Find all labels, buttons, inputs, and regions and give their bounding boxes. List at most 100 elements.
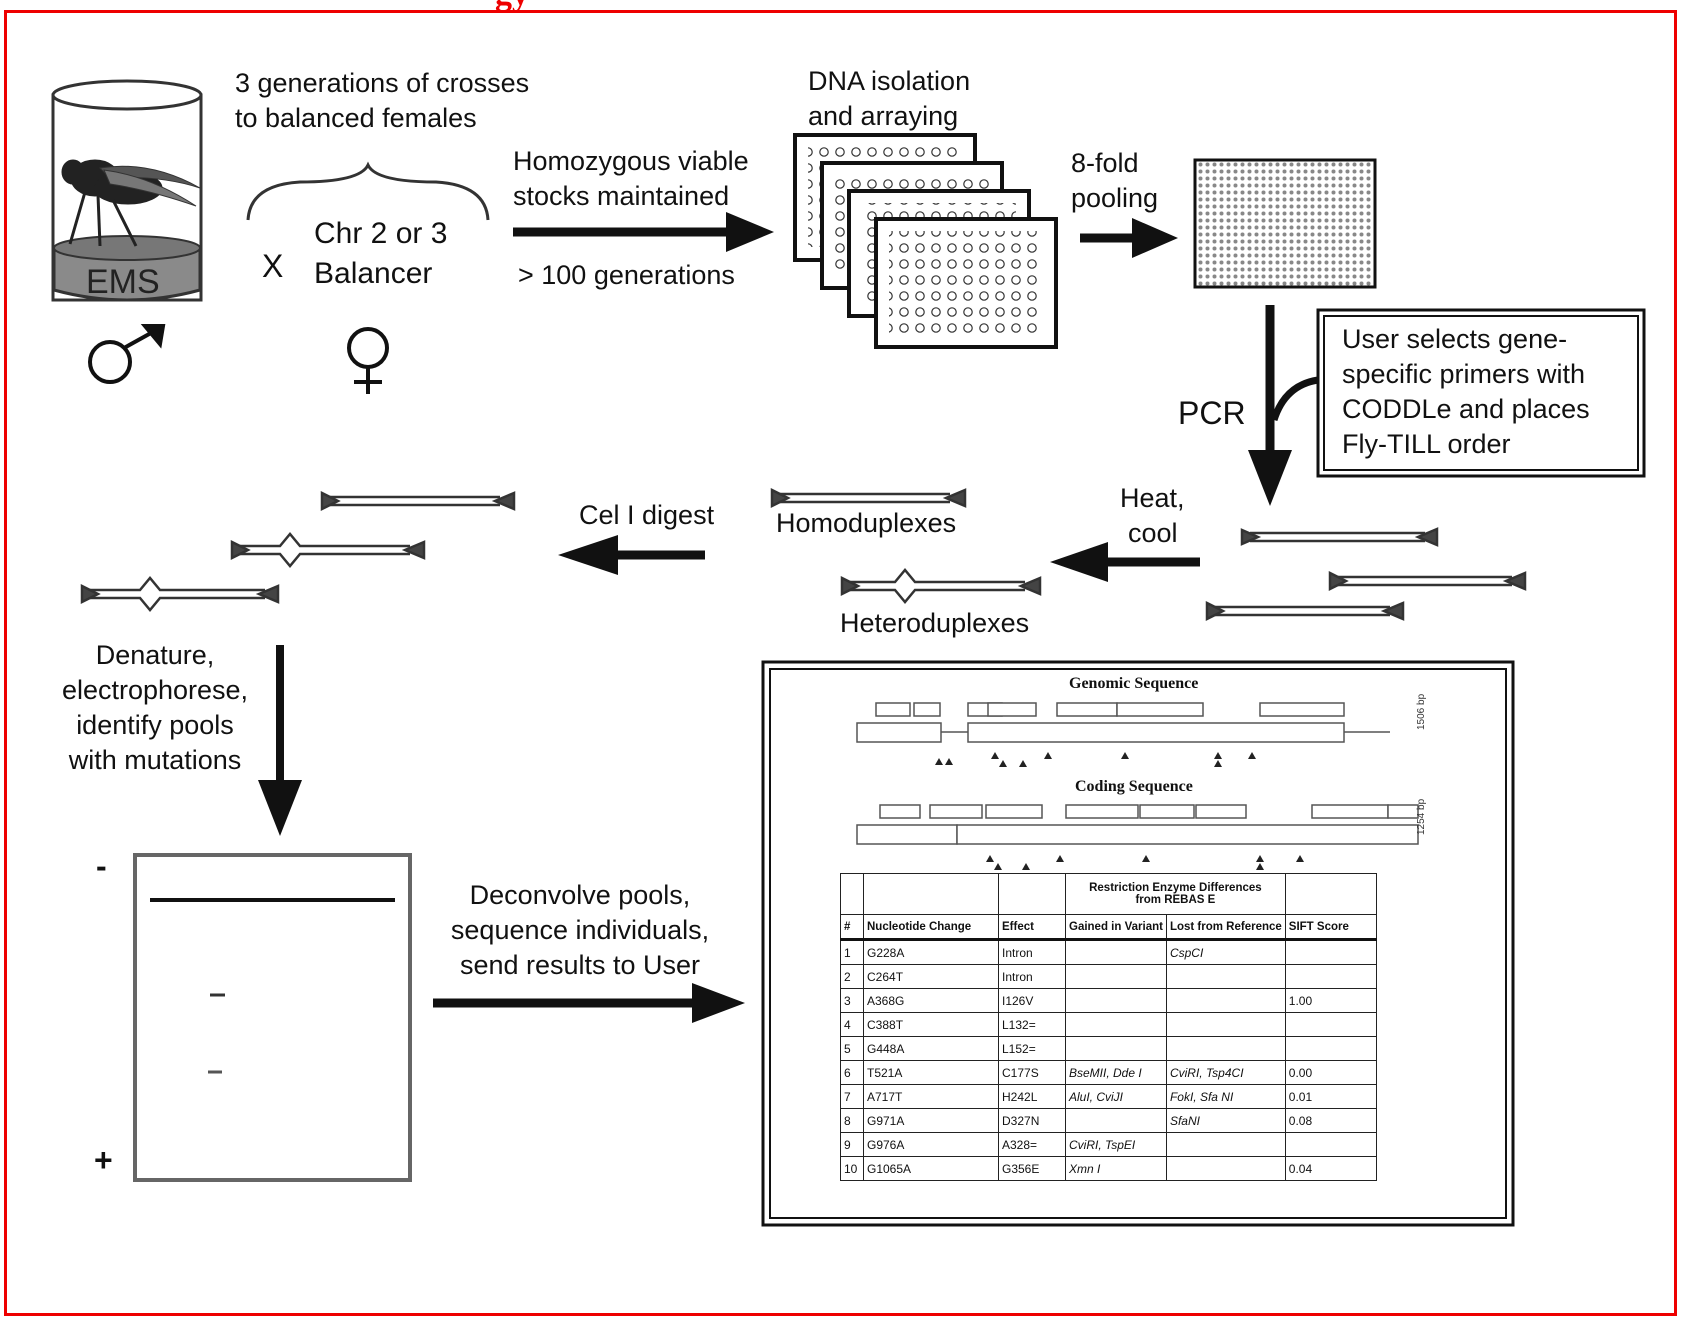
fly-icon xyxy=(61,159,201,247)
col-gained-in-variant-cell: BseMII, Dde I xyxy=(1065,1060,1167,1085)
col-gained-in-variant-cell xyxy=(1065,988,1167,1013)
title-bar: gy xyxy=(0,0,1685,12)
genomic-bp-label: 1506 bp xyxy=(1416,693,1427,730)
user-label-line3: CODDLe and places xyxy=(1342,394,1590,424)
homoduplex-icon xyxy=(770,487,967,509)
crosses-label-line2: to balanced females xyxy=(235,103,477,133)
col-lost-from-reference-cell xyxy=(1165,1036,1286,1061)
col-number-cell: 3 xyxy=(840,988,864,1013)
coding-sequence-title: Coding Sequence xyxy=(1075,778,1193,795)
female-symbol-icon xyxy=(347,327,389,394)
col-lost-from-reference-cell: CviRI, Tsp4CI xyxy=(1165,1060,1286,1085)
user-label-line4: Fly-TILL order xyxy=(1342,429,1511,459)
col-nucleotide-change-cell: G228A xyxy=(863,939,999,965)
col-sift-score-cell: 0.04 xyxy=(1284,1156,1377,1181)
col-number-cell: 4 xyxy=(840,1012,864,1037)
pcr-label: PCR xyxy=(1178,395,1246,431)
electrophoresis-arrow-icon xyxy=(258,645,302,836)
maintain-arrow-icon xyxy=(513,212,774,252)
col-lost-from-reference-cell xyxy=(1165,1132,1286,1157)
col-nucleotide-change-cell: C264T xyxy=(863,964,999,989)
col-effect-cell: G356E xyxy=(998,1156,1066,1181)
col-sift-score-cell xyxy=(1284,1012,1377,1037)
stocks-label-line1: Homozygous viable xyxy=(513,146,749,176)
crosses-brace xyxy=(246,161,490,221)
col-number-cell: 1 xyxy=(840,939,864,965)
dna-label-line1: DNA isolation xyxy=(808,66,971,96)
col-gained-in-variant-cell xyxy=(1065,1036,1167,1061)
col-lost-from-reference-cell: SfaNI xyxy=(1165,1108,1286,1133)
pool-label-line1: 8-fold xyxy=(1071,148,1139,178)
col-sift-score-cell xyxy=(1284,964,1377,989)
col-number-cell: 9 xyxy=(840,1132,864,1157)
denature-label-line4: with mutations xyxy=(68,745,242,775)
col-effect-cell: C177S xyxy=(998,1060,1066,1085)
stocks-label-line2: stocks maintained xyxy=(513,181,730,211)
col-gained-in-variant-cell xyxy=(1065,1108,1167,1133)
cel-digest-label: Cel I digest xyxy=(579,500,715,530)
gel-plus-label: + xyxy=(94,1142,113,1178)
col-gained-in-variant-header: Gained in Variant xyxy=(1065,914,1167,941)
col-nucleotide-change-cell: A717T xyxy=(863,1084,999,1109)
denature-label-line3: identify pools xyxy=(76,710,234,740)
col-sift-score-cell: 0.08 xyxy=(1284,1108,1377,1133)
col-effect-cell: I126V xyxy=(998,988,1066,1013)
gel-minus-label: - xyxy=(96,848,107,884)
col-effect-cell: D327N xyxy=(998,1108,1066,1133)
col-lost-from-reference-cell xyxy=(1165,1012,1286,1037)
genomic-sequence-map xyxy=(856,702,1390,743)
col-effect-cell: Intron xyxy=(998,939,1066,965)
col-effect-cell: Intron xyxy=(998,964,1066,989)
gel-icon xyxy=(133,853,412,1182)
col-gained-in-variant-cell: Xmn I xyxy=(1065,1156,1167,1181)
denature-label-line2: electrophorese, xyxy=(61,675,249,705)
col-nucleotide-change-cell: C388T xyxy=(863,1012,999,1037)
col-nucleotide-change-cell: G1065A xyxy=(863,1156,999,1181)
col-gained-in-variant-cell: CviRI, TspEI xyxy=(1065,1132,1167,1157)
col-effect-cell: L152= xyxy=(998,1036,1066,1061)
heteroduplex-icon xyxy=(840,568,1042,604)
col-nucleotide-change-cell: G448A xyxy=(863,1036,999,1061)
pool-label-line2: pooling xyxy=(1071,183,1159,213)
figure-title-fragment: gy xyxy=(495,0,529,12)
col-lost-from-reference-cell: CspCI xyxy=(1165,939,1286,965)
user-label-line2: specific primers with xyxy=(1342,359,1586,389)
col-effect-cell: L132= xyxy=(998,1012,1066,1037)
cross-symbol: X xyxy=(262,248,284,284)
pooling-arrow-icon xyxy=(1080,218,1178,258)
col-number-header: # xyxy=(840,914,864,941)
coding-mutation-markers xyxy=(986,855,1304,870)
homoduplexes-label: Homoduplexes xyxy=(776,508,957,538)
pcr-arrow-icon xyxy=(1248,305,1319,506)
figure-frame xyxy=(4,10,1677,1316)
col-sift-score-cell: 1.00 xyxy=(1284,988,1377,1013)
cel-digest-arrow-icon xyxy=(558,535,705,575)
male-symbol-icon xyxy=(88,324,166,384)
heat-cool-arrow-icon xyxy=(1050,542,1200,582)
digested-fragments-icon xyxy=(80,490,516,612)
balancer-label-line2: Balancer xyxy=(314,257,433,290)
col-lost-from-reference-header: Lost from Reference xyxy=(1165,914,1286,941)
genomic-mutation-markers xyxy=(935,752,1256,767)
dna-label-line2: and arraying xyxy=(808,101,959,131)
col-gained-in-variant-cell: AluI, CviJI xyxy=(1065,1084,1167,1109)
col-gained-in-variant-cell xyxy=(1065,939,1167,965)
col-nucleotide-change-cell: G971A xyxy=(863,1108,999,1133)
col-effect-cell: H242L xyxy=(998,1084,1066,1109)
col-sift-score-cell: 0.00 xyxy=(1284,1060,1377,1085)
col-sift-score-cell: 0.01 xyxy=(1284,1084,1377,1109)
user-order-box xyxy=(1316,308,1646,478)
col-number-cell: 7 xyxy=(840,1084,864,1109)
col-number-cell: 5 xyxy=(840,1036,864,1061)
deconvolve-label-line2: sequence individuals, xyxy=(450,915,710,945)
col-number-cell: 10 xyxy=(840,1156,864,1181)
dna-plates-icon xyxy=(793,133,1058,349)
